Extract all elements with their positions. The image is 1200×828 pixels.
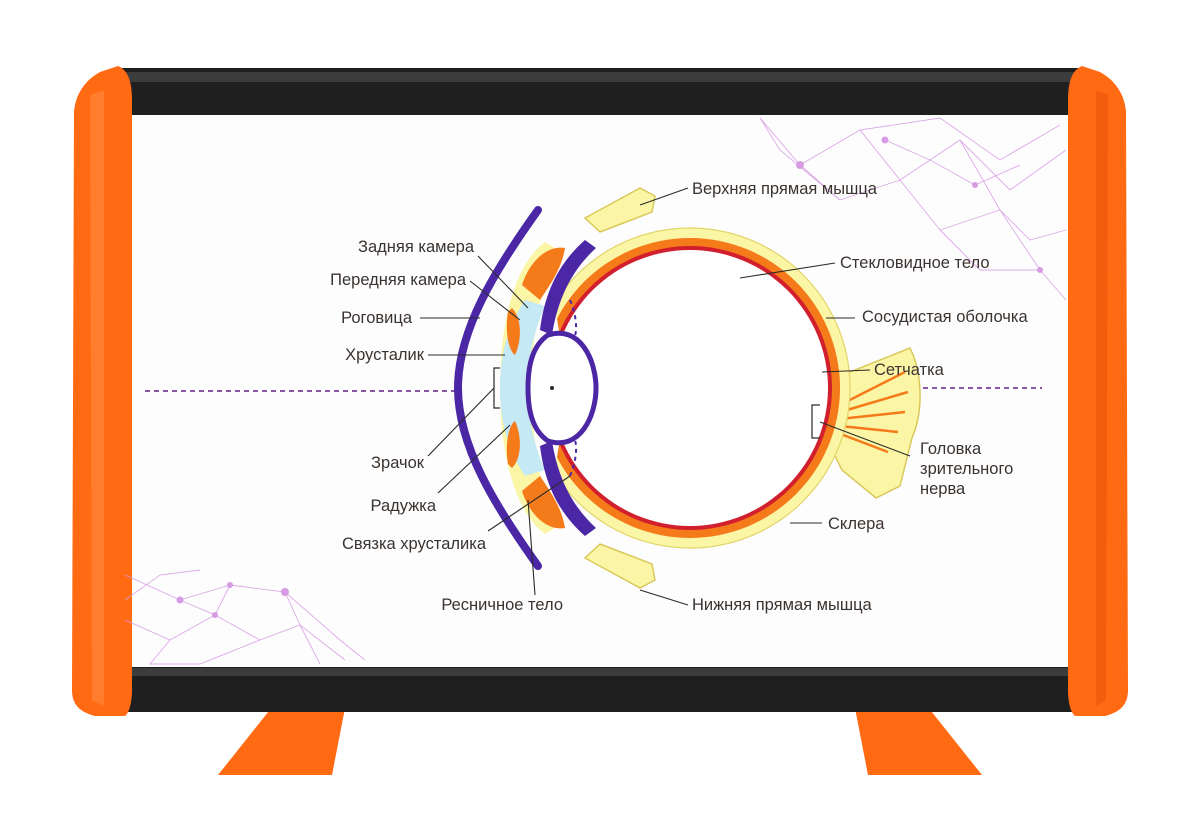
superior-rectus-muscle: [583, 187, 656, 233]
label-lens: Хрусталик: [345, 346, 425, 364]
lens-center: [550, 386, 554, 390]
label-pupil: Зрачок: [371, 454, 425, 472]
label-optic-nerve-head-line2: зрительного: [920, 460, 1013, 478]
top-bar-sheen: [110, 72, 1090, 82]
right-cap-shade: [1096, 90, 1108, 706]
network-nodes-top-right: [796, 136, 1043, 273]
ciliary-band-lower: [540, 441, 596, 536]
label-posterior-chamber: Задняя камера: [358, 238, 475, 256]
iris-lower: [506, 421, 520, 468]
label-retina: Сетчатка: [874, 361, 945, 379]
eye-diagram: [453, 187, 921, 589]
label-optic-nerve-head-line3: нерва: [920, 480, 966, 498]
ciliary-body-upper: [522, 247, 565, 300]
label-sclera: Склера: [828, 515, 885, 533]
ciliary-body-lower: [522, 476, 565, 529]
cornea: [453, 206, 542, 570]
optic-nerve-head-bracket: [811, 404, 820, 439]
iris-upper: [506, 308, 520, 355]
left-cap-shade: [90, 90, 104, 706]
network-nodes-bottom-left: [176, 582, 289, 618]
label-superior-rectus: Верхняя прямая мышца: [692, 180, 878, 198]
lens: [525, 330, 599, 446]
lens-ligament-lower: [569, 435, 578, 477]
lens-ligament-upper: [569, 299, 578, 341]
leader-lines: [420, 187, 911, 606]
label-anterior-chamber: Передняя камера: [330, 271, 467, 289]
label-ciliary-body: Ресничное тело: [441, 596, 563, 614]
label-inferior-rectus: Нижняя прямая мышца: [692, 596, 873, 614]
inferior-rectus-muscle: [583, 543, 656, 589]
network-pattern-bottom-left: [124, 569, 366, 665]
bottom-bar-sheen: [110, 668, 1090, 676]
label-vitreous-body: Стекловидное тело: [840, 254, 990, 272]
label-iris: Радужка: [371, 497, 437, 515]
labels: Верхняя прямая мышца Стекловидное тело С…: [330, 180, 1028, 614]
label-cornea: Роговица: [341, 309, 413, 327]
label-choroid: Сосудистая оболочка: [862, 308, 1028, 326]
vitreous-body-area: [552, 250, 828, 526]
label-lens-ligament: Связка хрусталика: [342, 535, 487, 553]
label-optic-nerve-head-line1: Головка: [920, 440, 982, 458]
ciliary-band-upper: [540, 240, 596, 335]
